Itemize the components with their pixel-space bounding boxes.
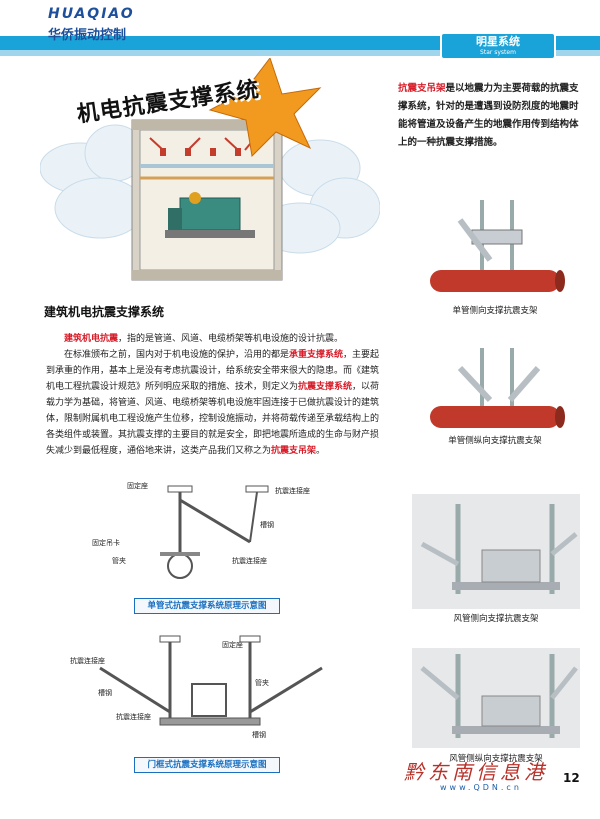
paragraph-2b: ，主要起到承重的作用，基本上是没有考虑抗震设计，给系统安全带来很大的隐患。而《建… <box>46 350 380 392</box>
diagram1-label: 抗震连接座 <box>232 557 267 565</box>
diagram2-label: 管夹 <box>255 679 269 687</box>
body-text: 建筑机电抗震，指的是管道、风道、电缆桥架等机电设施的设计抗震。 在标准颁布之前，… <box>46 331 380 459</box>
intro-text: 是以地震力为主要荷载的抗震支撑系统，针对的是遭遇到设防烈度的地震时能将管道及设备… <box>398 83 579 148</box>
series-tab: 明星系统 Star system <box>440 32 556 60</box>
single-pipe-diagram <box>160 485 269 579</box>
page-number: 12 <box>563 771 580 785</box>
section-title: 建筑机电抗震支撑系统 <box>44 305 165 319</box>
product-caption-2: 单管侧纵向支撑抗震支架 <box>448 436 542 446</box>
product-caption-1: 单管侧向支撑抗震支架 <box>452 306 538 316</box>
series-title: 明星系统 <box>476 35 520 48</box>
diagram1-caption: 单管式抗震支撑系统原理示意图 <box>134 598 280 614</box>
paragraph-1: ，指的是管道、风道、电缆桥架等机电设施的设计抗震。 <box>118 334 344 344</box>
diagram1-label: 固定吊卡 <box>92 539 120 547</box>
product-photo-4 <box>412 648 580 748</box>
product-photo-2 <box>430 348 565 428</box>
diagram2-label: 固定座 <box>222 641 243 649</box>
diagram1-label: 槽钢 <box>260 521 274 529</box>
logo-en: HUAQIAO <box>48 6 135 22</box>
product-caption-3: 风管侧向支撑抗震支架 <box>453 614 539 624</box>
highlight-term: 承重支撑系统 <box>289 350 344 360</box>
site-watermark: 黔东南信息港 <box>404 760 548 784</box>
diagram2-label: 槽钢 <box>252 731 266 739</box>
right-intro: 抗震支吊架是以地震力为主要荷载的抗震支撑系统，针对的是遭遇到设防烈度的地震时能将… <box>398 80 584 152</box>
highlight-term: 抗震支吊架 <box>271 446 317 456</box>
gate-frame-diagram <box>99 635 323 726</box>
hero-illustration <box>40 58 380 281</box>
diagram1-label: 管夹 <box>112 557 126 565</box>
diagram1-label: 固定座 <box>127 482 148 490</box>
diagram2-caption: 门框式抗震支撑系统原理示意图 <box>134 757 280 773</box>
series-subtitle: Star system <box>480 49 516 56</box>
diagram2-label: 抗震连接座 <box>70 657 105 665</box>
logo-cn: 华侨振动控制 <box>48 28 127 43</box>
paragraph-2d: 。 <box>316 446 326 456</box>
product-photo-3 <box>412 494 580 609</box>
logo: HUAQIAO 华侨振动控制 <box>48 6 168 43</box>
diagram2-label: 抗震连接座 <box>116 713 151 721</box>
paragraph-2c: ，以荷载力学为基础，将管道、风道、电缆桥架等机电设施牢固连接于已做抗震设计的建筑… <box>46 382 380 456</box>
header-bar-accent <box>0 50 600 56</box>
highlight-term: 抗震支吊架 <box>398 83 446 94</box>
diagram2-label: 槽钢 <box>98 689 112 697</box>
site-url: www.QDN.cn <box>440 783 522 792</box>
product-photo-1 <box>430 200 565 292</box>
product-caption-4: 风管侧纵向支撑抗震支架 <box>449 754 543 764</box>
paragraph-2a: 在标准颁布之前，国内对于机电设施的保护，沿用的都是 <box>64 350 290 360</box>
diagram1-label: 抗震连接座 <box>275 487 310 495</box>
highlight-term: 抗震支撑系统 <box>298 382 353 392</box>
highlight-term: 建筑机电抗震 <box>64 334 119 344</box>
